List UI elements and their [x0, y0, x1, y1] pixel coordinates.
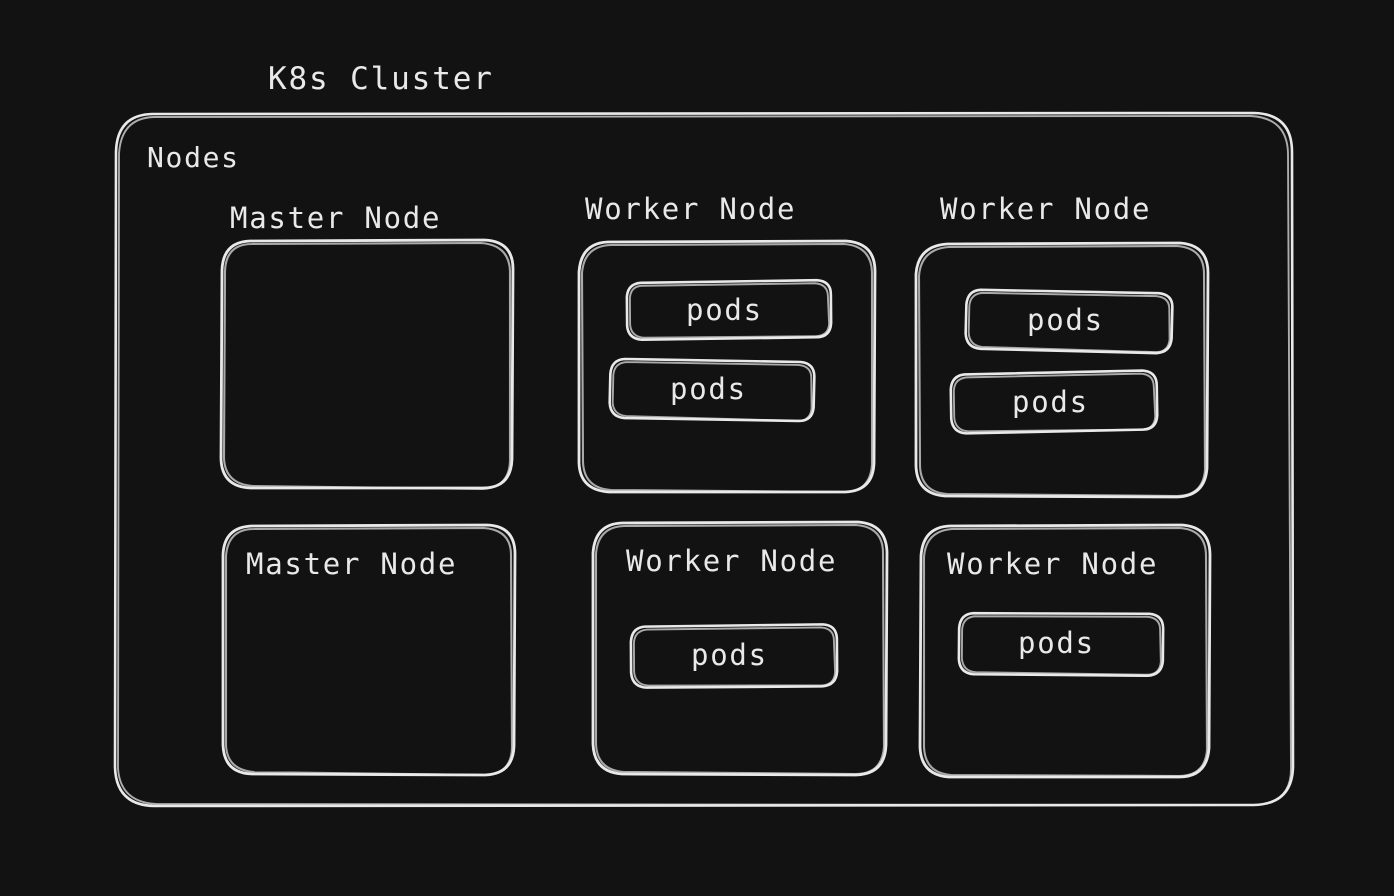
worker-node-bottom-right-label: Worker Node	[947, 547, 1159, 581]
pods-top-mid-1-label: pods	[686, 293, 763, 327]
pods-bottom-mid-shape[interactable]	[631, 625, 838, 688]
worker-node-top-mid-label: Worker Node	[585, 192, 797, 226]
pods-top-mid-2-shape[interactable]	[610, 360, 815, 421]
pods-bottom-right-label: pods	[1018, 626, 1095, 660]
worker-node-top-right-shape[interactable]	[915, 243, 1208, 497]
pods-top-right-2-shape[interactable]	[951, 372, 1158, 433]
master-node-top-label: Master Node	[230, 201, 442, 235]
pods-top-mid-1-shape[interactable]	[627, 281, 832, 340]
worker-node-top-right-label: Worker Node	[940, 192, 1152, 226]
cluster-title-label: K8s Cluster	[268, 61, 494, 97]
nodes-group-label: Nodes	[147, 141, 240, 174]
master-node-bottom-label: Master Node	[246, 547, 458, 581]
worker-node-bottom-mid-label: Worker Node	[626, 544, 838, 578]
pods-top-mid-2-label: pods	[670, 372, 747, 406]
pods-top-right-1-label: pods	[1027, 303, 1104, 337]
pods-bottom-mid-label: pods	[691, 638, 768, 672]
pods-top-right-1-shape[interactable]	[966, 291, 1173, 352]
master-node-top-shape[interactable]	[221, 240, 513, 489]
pods-top-right-2-label: pods	[1012, 385, 1089, 419]
master-node-bottom-shape[interactable]	[222, 525, 515, 775]
pods-bottom-right-shape[interactable]	[959, 613, 1164, 676]
